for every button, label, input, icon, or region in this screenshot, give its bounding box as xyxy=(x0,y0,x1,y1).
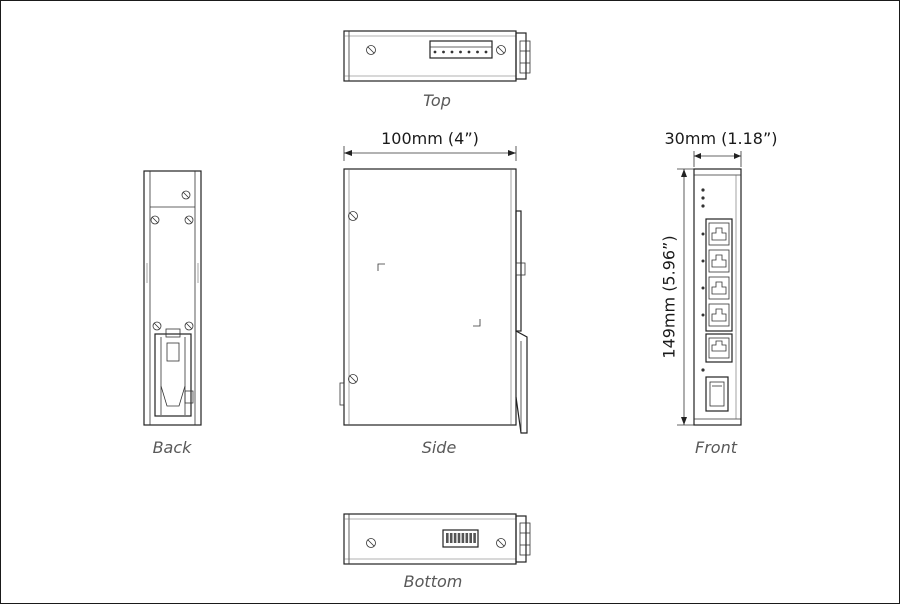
dip-switch-segment xyxy=(473,533,476,543)
rj45-port xyxy=(708,276,730,300)
rj45-port xyxy=(708,249,730,273)
dip-switch-segment xyxy=(446,533,449,543)
view-label-bottom: Bottom xyxy=(403,572,463,591)
dip-switch-segment xyxy=(453,533,457,543)
rj45-port xyxy=(708,303,730,327)
terminal-pin xyxy=(476,50,479,54)
view-label-front: Front xyxy=(695,438,737,457)
dimension-height: 149mm (5.96”) xyxy=(659,235,679,359)
dimension-depth: 30mm (1.18”) xyxy=(664,129,778,148)
port-led xyxy=(701,313,705,317)
bottom-view xyxy=(343,513,531,565)
port-led xyxy=(701,259,705,263)
dimension-width: 100mm (4”) xyxy=(381,129,479,148)
terminal-pin xyxy=(467,50,471,54)
rj45-port-jack xyxy=(711,227,727,241)
side-view xyxy=(339,146,528,434)
view-label-back: Back xyxy=(152,438,192,457)
rj45-port xyxy=(708,222,730,246)
rj45-port-jack xyxy=(711,281,727,295)
view-label-side: Side xyxy=(421,438,457,457)
rj45-port-jack xyxy=(711,254,727,268)
top-view xyxy=(343,30,531,82)
dip-switch-segment xyxy=(465,533,469,543)
view-label-top: Top xyxy=(423,91,451,110)
dip-switch-segment xyxy=(469,533,472,543)
terminal-pin xyxy=(433,50,437,54)
port-led xyxy=(701,286,705,290)
terminal-pin xyxy=(484,50,488,54)
port-led xyxy=(701,232,705,236)
terminal-pin xyxy=(442,50,445,54)
back-view xyxy=(143,170,202,426)
dip-switch-segment xyxy=(457,533,461,543)
terminal-pin xyxy=(459,50,462,54)
rj45-port-jack xyxy=(711,308,727,322)
dip-switch-segment xyxy=(461,533,465,543)
terminal-pin xyxy=(450,50,454,54)
dip-switch-segment xyxy=(449,533,453,543)
front-view xyxy=(677,151,742,426)
